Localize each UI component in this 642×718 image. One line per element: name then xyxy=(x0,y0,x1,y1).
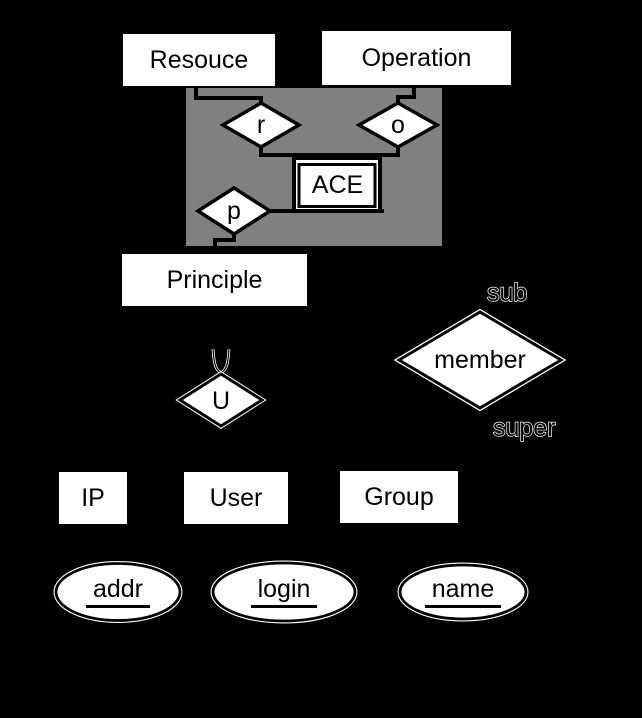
entity-principle: Principle xyxy=(122,254,307,306)
entity-resouce: Resouce xyxy=(123,34,275,86)
ace-box-inner xyxy=(297,163,377,208)
entity-ip: IP xyxy=(59,472,127,524)
entity-user: User xyxy=(184,472,288,524)
connector-r-o-ace xyxy=(259,144,400,157)
attribute-name-ellipse xyxy=(398,563,528,621)
entity-operation: Operation xyxy=(322,31,511,85)
union-cup-icon xyxy=(211,348,231,375)
attribute-login-ellipse xyxy=(211,561,357,623)
relationship-r-diamond xyxy=(219,100,303,150)
relationship-p-diamond xyxy=(194,185,274,237)
relationship-o-diamond xyxy=(355,100,441,150)
relationship-member-diamond xyxy=(396,310,564,410)
annotation-super: super xyxy=(493,414,556,442)
relationship-union-diamond xyxy=(177,372,265,428)
annotation-sub: sub xyxy=(487,279,527,307)
entity-group: Group xyxy=(340,471,458,523)
attribute-addr-ellipse xyxy=(54,562,182,622)
